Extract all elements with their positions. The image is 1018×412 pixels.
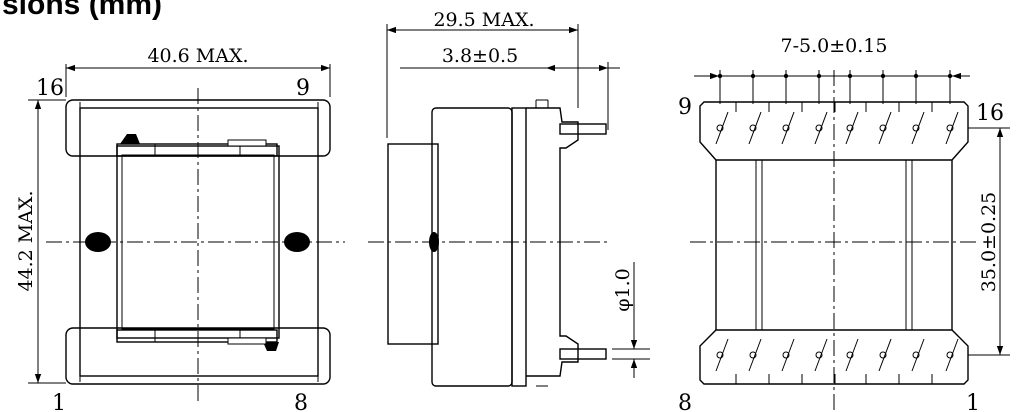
side-flange — [511, 107, 527, 387]
pin-hole — [782, 124, 790, 132]
pin-label-16-bottom: 16 — [976, 101, 1004, 126]
row-spacing-label: 35.0±0.25 — [978, 192, 1000, 293]
height-max-label: 44.2 MAX. — [15, 190, 37, 291]
left-marker-dot — [85, 232, 111, 252]
pin-label-8-bottom: 8 — [678, 391, 692, 412]
pin-hole — [749, 351, 757, 359]
front-view: 40.6 MAX. 44.2 MAX. 16 9 1 8 — [15, 45, 345, 412]
pin-label-16: 16 — [36, 76, 64, 101]
pin-label-1-bottom: 1 — [966, 391, 980, 412]
pin-hole — [879, 351, 887, 359]
pin-hole — [782, 351, 790, 359]
bottom-pin-row — [699, 329, 969, 385]
pin-hole — [912, 351, 920, 359]
pin-hole — [912, 124, 920, 132]
pin-hole — [815, 351, 823, 359]
pin-label-1: 1 — [52, 391, 66, 412]
top-pin — [559, 123, 607, 135]
bottom-pin — [559, 348, 607, 360]
pin-diameter-label: φ1.0 — [612, 268, 634, 312]
drawing-title: sions (mm) — [2, 0, 162, 21]
pin-pitch-label: 7-5.0±0.15 — [781, 35, 888, 57]
pin-label-9: 9 — [296, 76, 310, 101]
pin-hole — [846, 351, 854, 359]
pin-label-9-bottom: 9 — [678, 95, 692, 120]
side-view: 29.5 MAX. 3.8±0.5 φ1.0 — [368, 9, 650, 387]
depth-max-label: 29.5 MAX. — [433, 9, 534, 31]
bottom-flange — [65, 327, 331, 385]
side-bobbin-body — [431, 107, 513, 387]
pin-hole — [879, 124, 887, 132]
bottom-view: 7-5.0±0.15 9 16 8 1 35.0±0.25 — [678, 35, 1010, 412]
pin-hole — [946, 124, 954, 132]
pin-hole — [946, 351, 954, 359]
pin-length-label: 3.8±0.5 — [442, 45, 518, 67]
pin-hole — [716, 351, 724, 359]
pin-label-8: 8 — [294, 391, 308, 412]
pin-hole — [716, 124, 724, 132]
pin-hole — [749, 124, 757, 132]
pin-hole — [846, 124, 854, 132]
width-max-label: 40.6 MAX. — [147, 45, 248, 67]
pin-hole — [815, 124, 823, 132]
